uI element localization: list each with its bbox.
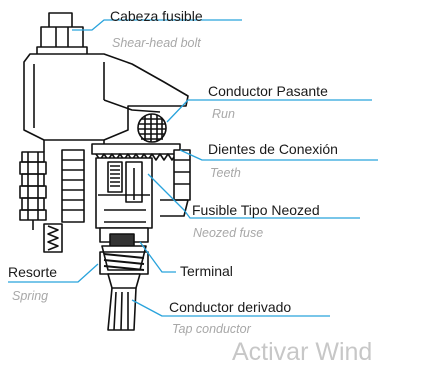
label-run-en: Run — [212, 107, 235, 121]
label-terminal-es: Terminal — [180, 263, 233, 279]
callout-line-neozed-fuse — [147, 173, 360, 219]
tap-conductor-drawing — [107, 273, 141, 331]
left-spring-drawing — [43, 223, 63, 253]
left-stack-drawing — [19, 151, 47, 230]
shear-head-bolt-drawing — [36, 12, 88, 56]
callout-lines — [8, 19, 378, 317]
run-conductor-drawing — [137, 113, 167, 143]
label-shear-head-bolt-es: Cabeza fusible — [110, 8, 203, 24]
label-spring-en: Spring — [12, 289, 49, 303]
callout-line-teeth — [179, 149, 378, 161]
callout-line-spring — [8, 263, 99, 283]
label-teeth-en: Teeth — [210, 166, 241, 180]
label-neozed-fuse-es: Fusible Tipo Neozed — [192, 202, 320, 218]
callout-line-run — [166, 99, 372, 123]
label-spring-es: Resorte — [8, 264, 58, 280]
label-run-es: Conductor Pasante — [208, 83, 328, 99]
label-shear-head-bolt-en: Shear-head bolt — [112, 36, 201, 50]
connector-body-drawing — [23, 53, 189, 152]
activation-watermark: Activar Wind — [232, 338, 373, 366]
label-tap-conductor-es: Conductor derivado — [169, 299, 292, 315]
label-tap-conductor-en: Tap conductor — [172, 322, 251, 336]
neozed-fuse-drawing — [61, 149, 153, 229]
callout-line-tap-conductor — [131, 299, 330, 317]
label-teeth-es: Dientes de Conexión — [208, 141, 338, 157]
callout-line-shear-head-bolt — [72, 19, 242, 31]
callout-line-terminal — [139, 241, 176, 273]
label-neozed-fuse-en: Neozed fuse — [193, 226, 264, 240]
